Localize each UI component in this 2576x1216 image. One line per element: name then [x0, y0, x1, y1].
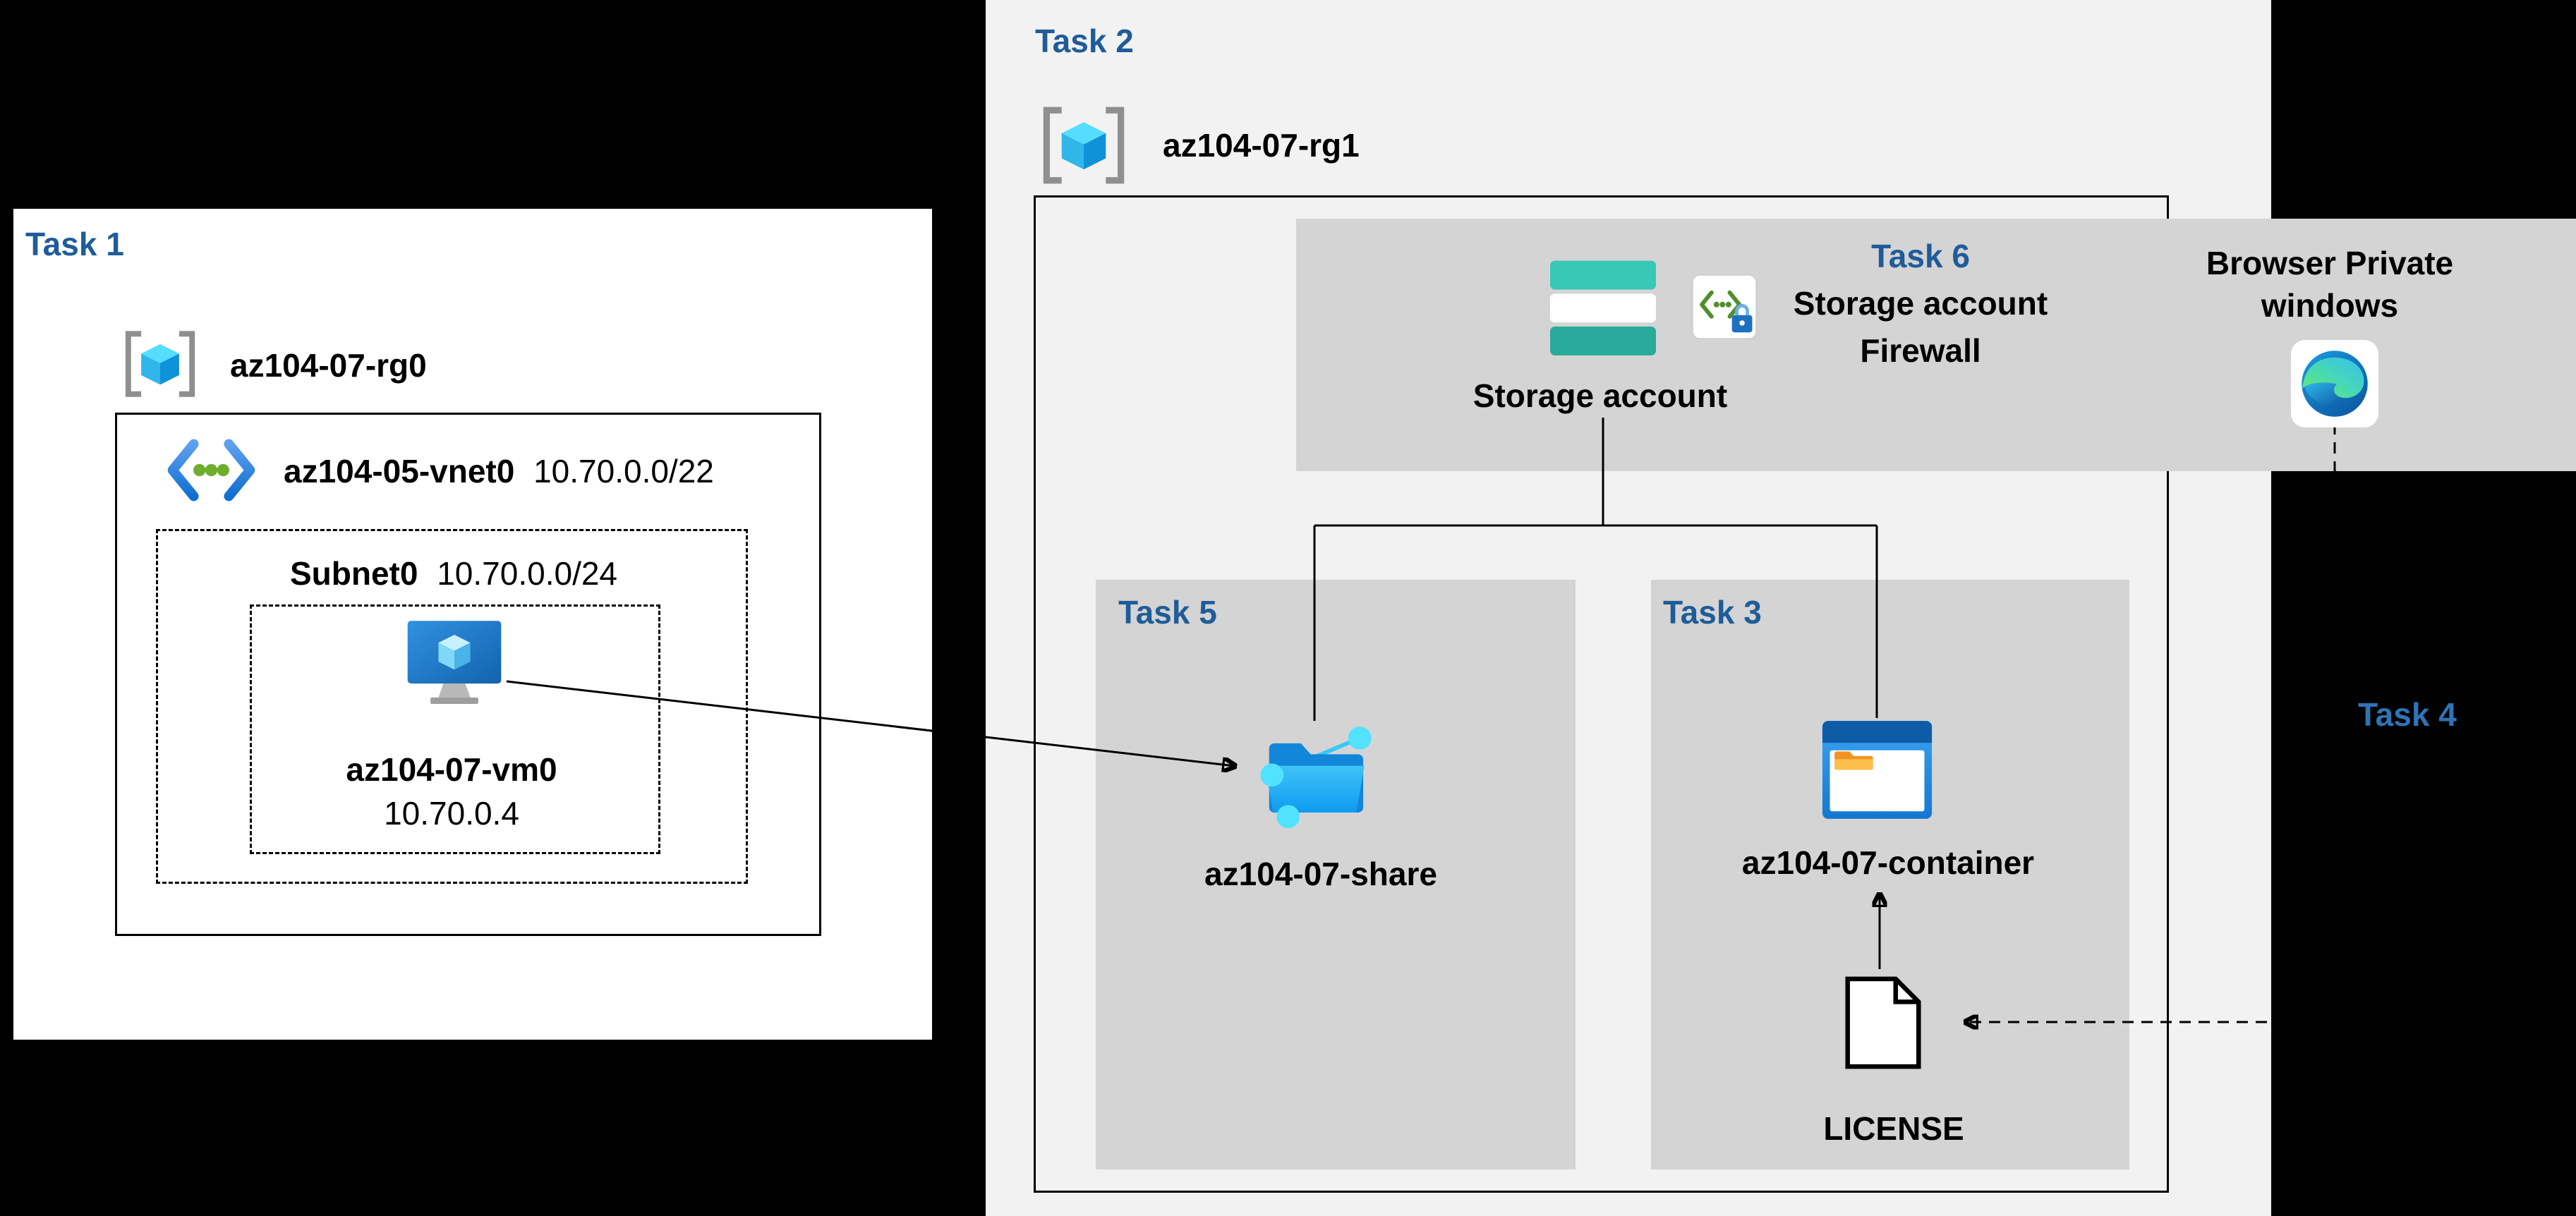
- task6-label: Task 6: [1871, 238, 1970, 274]
- vnet-label: az104-05-vnet0 10.70.0.0/22: [284, 450, 714, 492]
- storage-account-label: Storage account: [1473, 377, 1728, 414]
- blob-container-icon: [1815, 718, 1939, 822]
- task4-label: Task 4: [2358, 696, 2457, 733]
- task5-label: Task 5: [1118, 594, 1217, 631]
- virtual-network-icon: [164, 437, 258, 503]
- container-name: az104-07-container: [1741, 844, 2035, 881]
- task1-vnet-box: [115, 413, 821, 936]
- license-label: LICENSE: [1823, 1110, 1964, 1147]
- subnet-name: Subnet0: [289, 555, 418, 592]
- document-icon: [1840, 973, 1926, 1073]
- browser-label-line2: windows: [2261, 287, 2399, 324]
- resource-group-icon: [1039, 100, 1129, 190]
- subnet-label: Subnet0 10.70.0.0/24: [290, 552, 617, 595]
- task1-label: Task 1: [25, 226, 124, 262]
- task3-label: Task 3: [1663, 594, 1762, 631]
- subnet-cidr: 10.70.0.0/24: [437, 555, 618, 592]
- browser-block: Browser Private windows: [2206, 242, 2453, 327]
- task1-rg-name: az104-07-rg0: [230, 347, 427, 384]
- vnet-cidr: 10.70.0.0/22: [533, 453, 714, 490]
- browser-label-line1: Browser Private: [2206, 245, 2454, 281]
- task6-title-line2: Firewall: [1860, 332, 1981, 369]
- vm-name: az104-07-vm0: [346, 751, 557, 788]
- vm-ip: 10.70.0.4: [384, 795, 519, 832]
- resource-group-icon: [121, 325, 199, 403]
- virtual-machine-icon: [404, 618, 504, 707]
- task2-label: Task 2: [1035, 23, 1134, 59]
- vnet-name: az104-05-vnet0: [284, 453, 515, 490]
- share-name: az104-07-share: [1204, 856, 1437, 892]
- endpoint-lock-icon: [1691, 273, 1758, 341]
- task6-block: Task 6 Storage account Firewall: [1794, 233, 2048, 375]
- storage-account-icon: [1544, 256, 1662, 362]
- task6-title-line1: Storage account: [1793, 285, 2048, 322]
- task2-rg-name: az104-07-rg1: [1163, 127, 1360, 164]
- task5-box: [1096, 580, 1576, 1169]
- file-share-icon: [1252, 719, 1379, 829]
- edge-browser-icon: [2299, 348, 2371, 420]
